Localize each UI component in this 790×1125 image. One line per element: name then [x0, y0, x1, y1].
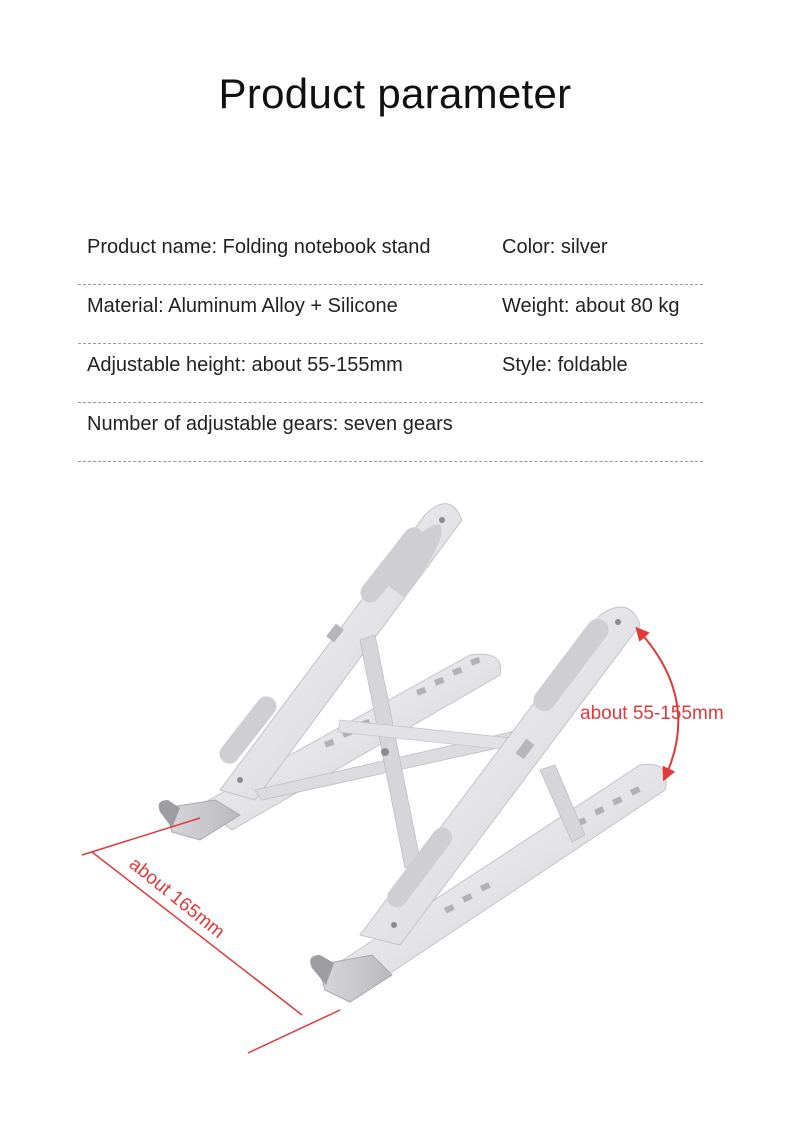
height-dimension-label: about 55-155mm: [580, 703, 724, 724]
cross-braces: [254, 634, 531, 869]
depth-dimension: about 165mm: [81, 817, 341, 1054]
parameter-material: Material: Aluminum Alloy + Silicone: [87, 295, 398, 317]
parameter-row: Product name: Folding notebook stand Col…: [78, 226, 703, 285]
parameter-row: Adjustable height: about 55-155mm Style:…: [78, 344, 703, 403]
parameter-gears: Number of adjustable gears: seven gears: [87, 413, 453, 435]
parameter-color: Color: silver: [502, 236, 608, 258]
parameter-row: Number of adjustable gears: seven gears: [78, 403, 703, 462]
left-front-foot: [158, 799, 241, 841]
parameter-row: Material: Aluminum Alloy + Silicone Weig…: [78, 285, 703, 344]
right-upright-arm: [359, 606, 641, 946]
parameter-adjustable-height: Adjustable height: about 55-155mm: [87, 354, 403, 376]
parameter-style: Style: foldable: [502, 354, 628, 376]
laptop-stand-illustration: about 55-155mm about 165mm: [81, 503, 724, 1054]
height-dimension: about 55-155mm: [580, 626, 724, 782]
parameter-weight: Weight: about 80 kg: [502, 295, 680, 317]
page-title: Product parameter: [218, 70, 572, 117]
left-upright-arm: [219, 503, 463, 801]
parameter-product-name: Product name: Folding notebook stand: [87, 236, 431, 258]
parameter-table: Product name: Folding notebook stand Col…: [78, 226, 703, 462]
right-front-foot: [310, 954, 393, 1003]
depth-dimension-label: about 165mm: [125, 854, 229, 943]
